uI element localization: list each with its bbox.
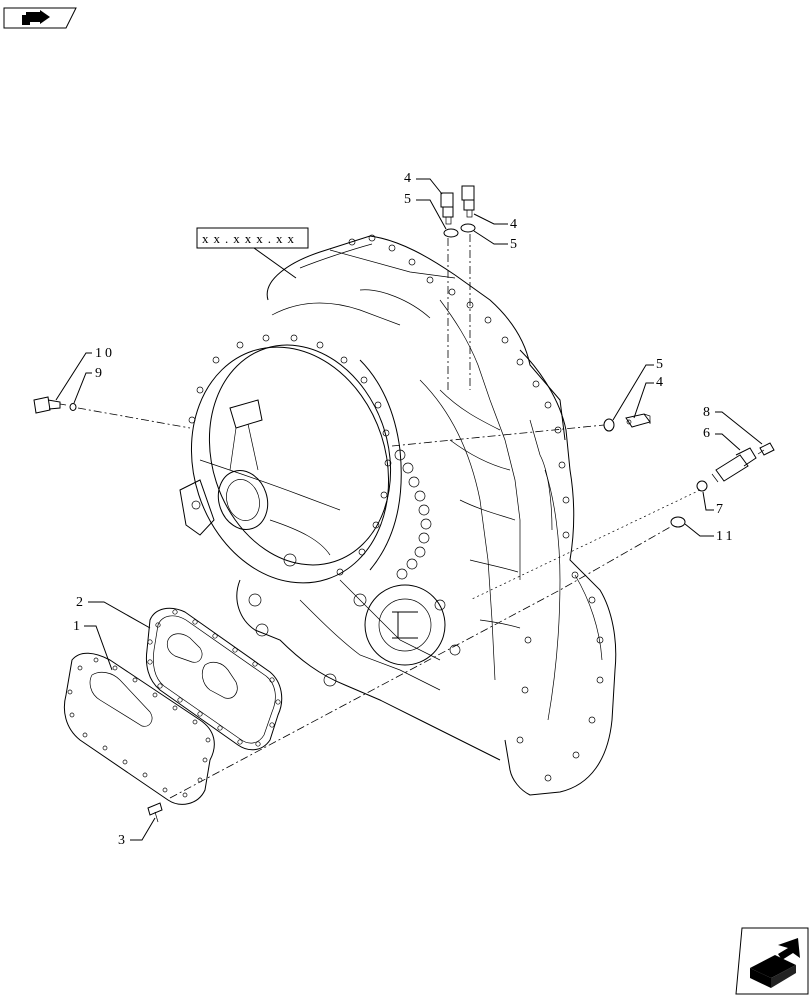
callout-3: 3 — [118, 817, 156, 848]
cover-plate — [63, 652, 215, 805]
svg-text:10: 10 — [95, 346, 115, 361]
o-ring-9 — [69, 403, 77, 411]
svg-text:8: 8 — [703, 405, 713, 420]
svg-text:7: 7 — [716, 502, 726, 517]
callout-4c: 4 — [633, 375, 666, 419]
o-ring-5-side — [603, 418, 615, 432]
sensor-10 — [33, 396, 67, 414]
o-ring-11 — [670, 516, 686, 528]
reference-box[interactable]: xx.xxx.xx — [196, 227, 309, 279]
bolt-8 — [757, 442, 775, 456]
svg-text:9: 9 — [95, 366, 105, 381]
svg-text:3: 3 — [118, 833, 128, 848]
transmission-housing — [179, 234, 617, 796]
bolt-3 — [147, 802, 163, 823]
callout-10: 10 — [55, 346, 115, 401]
o-ring-5-left — [443, 228, 459, 238]
callout-4b: 4 — [473, 213, 520, 232]
gasket — [145, 607, 283, 751]
svg-text:11: 11 — [716, 529, 735, 544]
sensor-4-side — [625, 413, 651, 428]
svg-text:4: 4 — [404, 171, 414, 186]
sensor-6 — [711, 447, 757, 483]
sensor-4-right — [461, 185, 475, 218]
previous-page-icon[interactable] — [3, 7, 77, 29]
o-ring-5-right — [460, 223, 476, 233]
svg-text:4: 4 — [656, 375, 666, 390]
svg-text:1: 1 — [73, 619, 83, 634]
sensor-4-left — [440, 192, 454, 225]
callout-11: 11 — [684, 523, 735, 544]
callout-6: 6 — [703, 426, 741, 451]
callout-5c: 5 — [612, 357, 666, 421]
assembly-lines — [77, 234, 701, 799]
svg-text:xx.xxx.xx: xx.xxx.xx — [202, 231, 299, 246]
svg-text:2: 2 — [76, 595, 86, 610]
o-ring-7 — [696, 480, 708, 492]
callout-9: 9 — [73, 366, 105, 404]
callout-7: 7 — [702, 491, 726, 517]
svg-text:6: 6 — [703, 426, 713, 441]
svg-text:5: 5 — [510, 237, 520, 252]
callout-5a: 5 — [404, 192, 447, 230]
svg-text:5: 5 — [656, 357, 666, 372]
callout-1: 1 — [73, 619, 113, 671]
callout-4a: 4 — [404, 171, 443, 195]
svg-text:5: 5 — [404, 192, 414, 207]
svg-text:4: 4 — [510, 217, 520, 232]
callout-5b: 5 — [473, 230, 520, 252]
callout-2: 2 — [76, 595, 151, 629]
callout-8: 8 — [703, 405, 763, 445]
next-page-icon[interactable] — [735, 927, 809, 995]
